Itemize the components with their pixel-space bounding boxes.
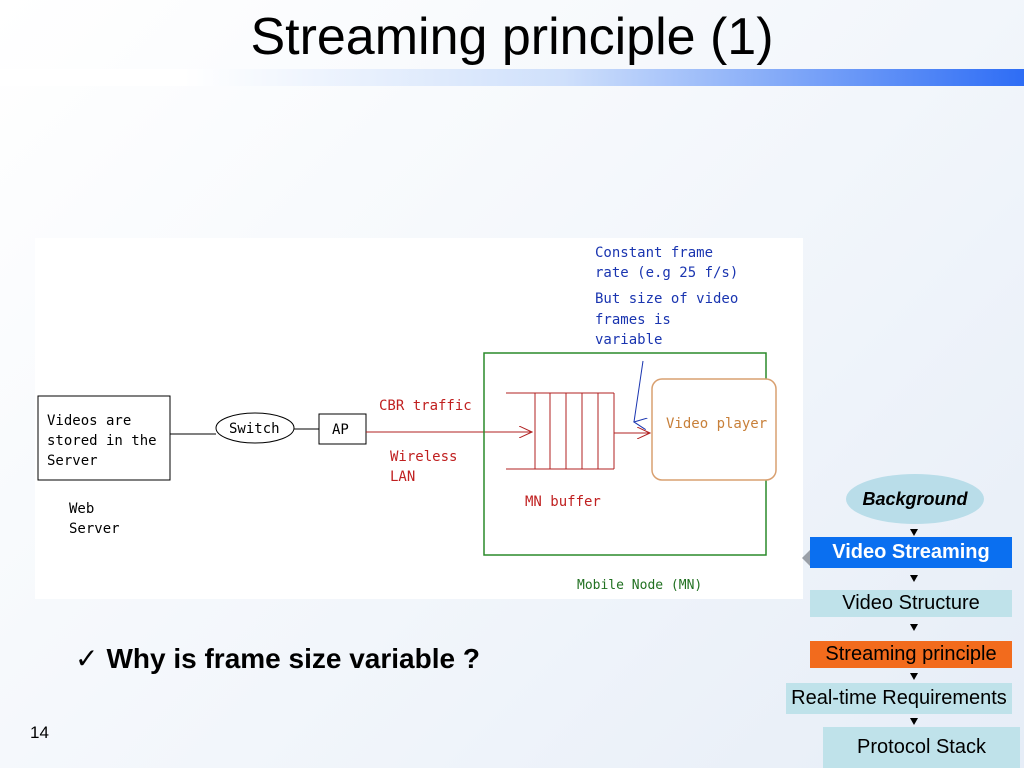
svg-text:Constant frame rate (e.g: Constant frame rate (e.g 25 f/s): [595, 245, 738, 281]
video-player-label: Video player: [666, 416, 767, 432]
switch-label: Switch: [229, 421, 280, 437]
server-box: [37, 395, 171, 481]
web-server-label-line: Web: [69, 501, 94, 517]
active-item-pointer-icon: [802, 549, 811, 567]
title-underline-bar: [0, 69, 1024, 86]
nav-down-arrow-icon: [910, 624, 918, 631]
svg-text:Wireless LAN: Wireless LAN: [390, 449, 466, 485]
frame-size-note-line: But size of video: [595, 291, 738, 307]
nav-item-background[interactable]: Background: [846, 474, 984, 524]
wlan-label-line: LAN: [390, 469, 415, 485]
nav-down-arrow-icon: [910, 673, 918, 680]
svg-text:But size of video frames: But size of video frames is variable: [595, 291, 747, 348]
frame-rate-note-line: rate (e.g 25 f/s): [595, 265, 738, 281]
web-server-label-line: Server: [69, 521, 120, 537]
nav-down-arrow-icon: [910, 718, 918, 725]
frame-size-note-line: frames is: [595, 312, 671, 328]
switch-ellipse: [215, 412, 295, 444]
server-label-line: Server: [47, 453, 98, 469]
streaming-diagram: Videos are stored in the Server Web Serv…: [35, 238, 803, 599]
page-number: 14: [30, 723, 49, 742]
question-bullet: ✓Why is frame size variable ?: [75, 642, 480, 675]
svg-text:Videos are stored in the: Videos are stored in the Server: [47, 413, 165, 469]
wlan-label-line: Wireless: [390, 449, 457, 465]
nav-item-label: Real-time Requirements: [791, 687, 1007, 709]
nav-item-label: Streaming principle: [825, 643, 997, 665]
nav-item-video-streaming[interactable]: Video Streaming: [810, 537, 1012, 568]
svg-text:Web Server: Web Server: [69, 501, 120, 537]
frame-size-note-line: variable: [595, 332, 662, 348]
nav-item-label: Video Structure: [842, 592, 980, 614]
nav-item-streaming-principle[interactable]: Streaming principle: [810, 641, 1012, 668]
question-text: Why is frame size variable ?: [106, 643, 480, 674]
nav-item-label: Video Streaming: [832, 541, 990, 563]
server-label-line: stored in the: [47, 433, 157, 449]
nav-item-real-time-requirements[interactable]: Real-time Requirements: [786, 683, 1012, 714]
video-player-box: [651, 378, 777, 481]
frame-rate-note-line: Constant frame: [595, 245, 713, 261]
nav-down-arrow-icon: [910, 529, 918, 536]
nav-item-protocol-stack[interactable]: Protocol Stack: [823, 727, 1020, 768]
nav-item-label: Protocol Stack: [857, 736, 986, 758]
cbr-label: CBR traffic: [379, 398, 472, 414]
slide-title: Streaming principle (1): [250, 8, 774, 66]
nav-item-video-structure[interactable]: Video Structure: [810, 590, 1012, 617]
mn-buffer-label: MN buffer: [525, 494, 601, 510]
nav-item-label: Background: [862, 488, 968, 509]
mn-buffer: [506, 392, 615, 470]
nav-down-arrow-icon: [910, 575, 918, 582]
ap-box: [318, 413, 367, 445]
server-label-line: Videos are: [47, 413, 131, 429]
checkmark-icon: ✓: [75, 643, 99, 674]
mobile-node-label: Mobile Node (MN): [577, 578, 702, 593]
ap-label: AP: [332, 422, 349, 438]
note-arrow: [634, 360, 643, 422]
